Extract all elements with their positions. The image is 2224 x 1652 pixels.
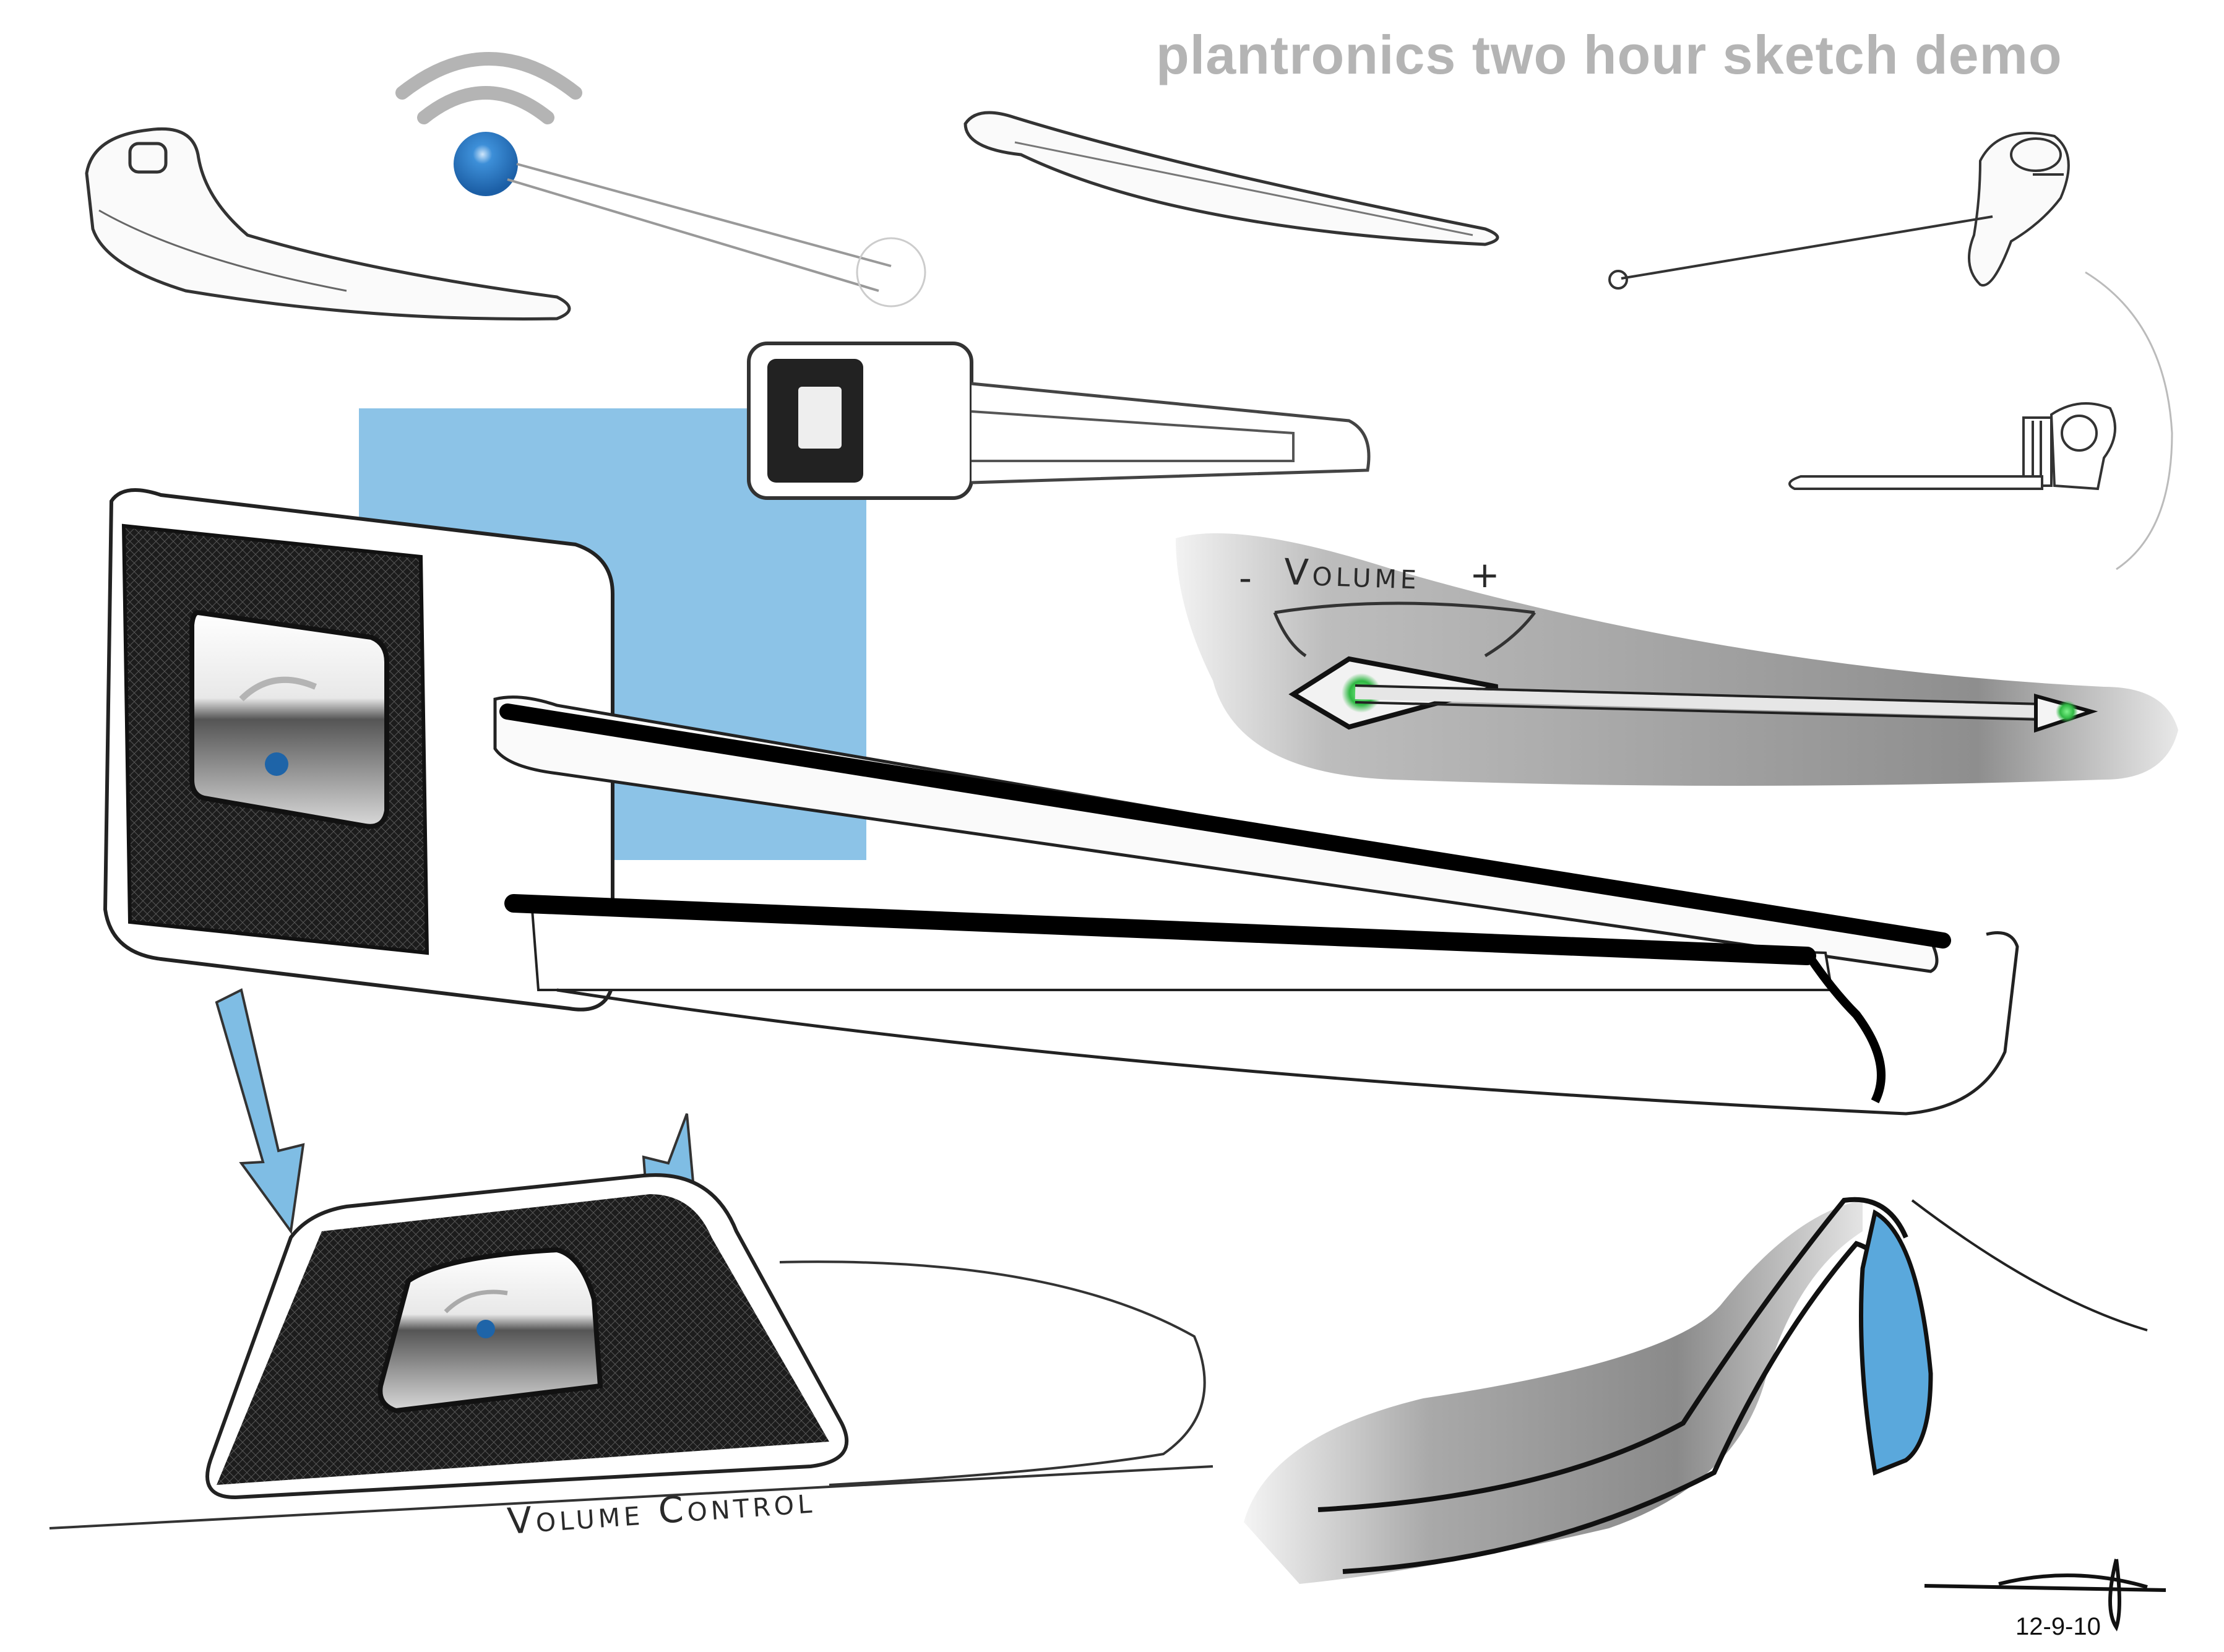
bluetooth-logo-sphere <box>395 52 926 308</box>
volume-label: Volume <box>1283 551 1421 598</box>
boom-arm-top-view <box>963 111 1499 246</box>
headset-ear-view-top-right <box>1608 132 2070 290</box>
page-title: plantronics two hour sketch demo <box>1156 24 2062 85</box>
square-button-headset <box>747 342 1371 500</box>
ear-headset-small <box>1788 271 2173 570</box>
volume-plus-label: + <box>1470 554 1504 596</box>
volume-rocker-detail <box>1176 533 2178 786</box>
volume-minus-label: - <box>1239 557 1256 599</box>
signature <box>1924 1559 2166 1632</box>
headset-side-view-top-left <box>85 127 571 321</box>
arrow-down-icon <box>215 988 305 1235</box>
button-perspective-detail <box>49 1173 1213 1529</box>
main-headset-render <box>103 488 2019 1116</box>
signature-date: 12-9-10 <box>2015 1613 2101 1640</box>
ear-hook-detail <box>1244 1197 2148 1584</box>
